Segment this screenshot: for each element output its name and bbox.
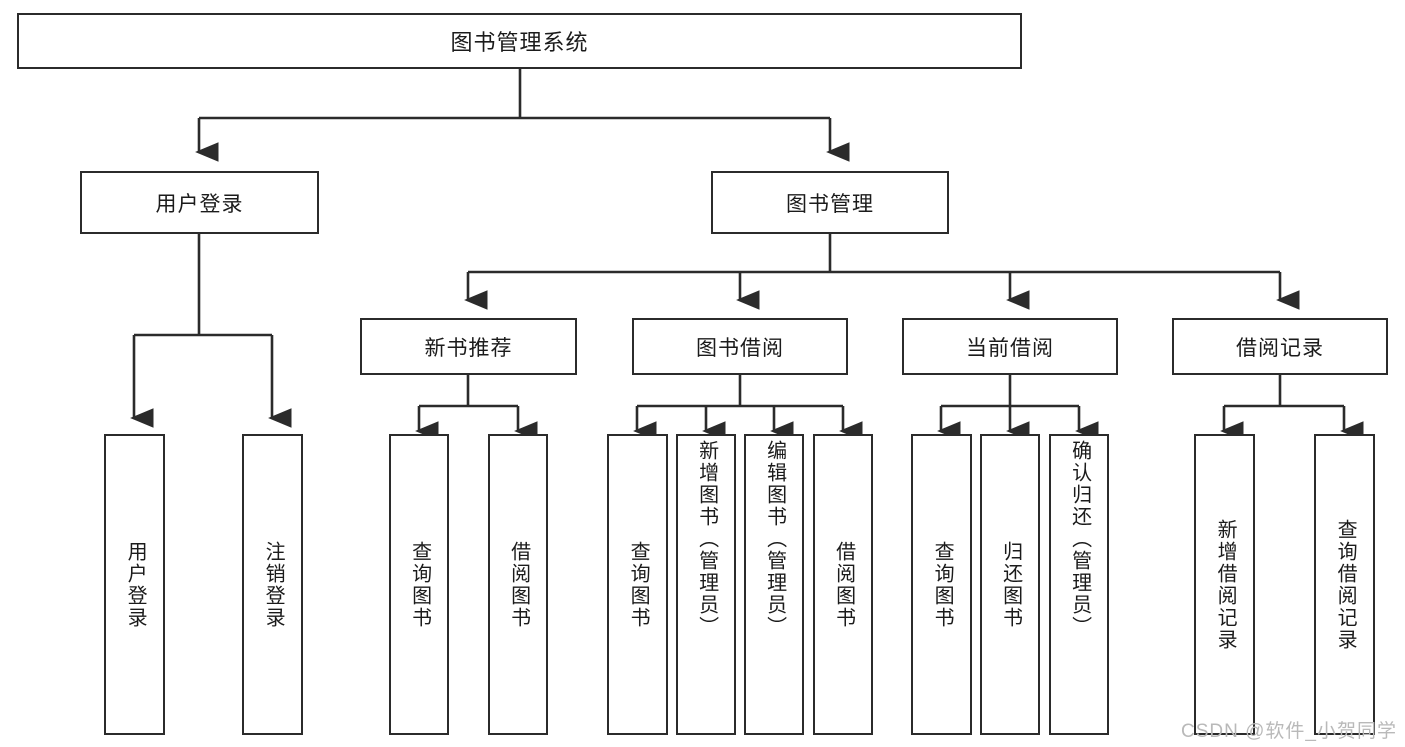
leaf-query-book-3[interactable]: 查询图书 bbox=[911, 434, 972, 735]
leaf-text-wrap: 查询图书 bbox=[913, 436, 970, 733]
leaf-add-book[interactable]: 新增图书（管理员） bbox=[676, 434, 736, 735]
leaf-user-logout[interactable]: 注销登录 bbox=[242, 434, 303, 735]
leaf-text-wrap: 新增借阅记录 bbox=[1196, 436, 1253, 733]
leaf-text-wrap: 注销登录 bbox=[244, 436, 301, 733]
node-user-login[interactable]: 用户登录 bbox=[80, 171, 319, 234]
node-label: 借阅图书 bbox=[832, 540, 855, 629]
node-label: 借阅图书 bbox=[507, 540, 530, 629]
node-book-borrow[interactable]: 图书借阅 bbox=[632, 318, 848, 375]
leaf-text-wrap: 编辑图书（管理员） bbox=[746, 436, 802, 733]
leaf-query-book-2[interactable]: 查询图书 bbox=[607, 434, 668, 735]
node-label: 查询图书 bbox=[408, 540, 431, 629]
leaf-borrow-book-1[interactable]: 借阅图书 bbox=[488, 434, 548, 735]
leaf-user-login[interactable]: 用户登录 bbox=[104, 434, 165, 735]
node-label: 注销登录 bbox=[262, 540, 285, 629]
node-label: 新增图书（管理员） bbox=[695, 440, 718, 638]
leaf-confirm-return[interactable]: 确认归还（管理员） bbox=[1049, 434, 1109, 735]
node-label: 用户登录 bbox=[124, 540, 147, 629]
node-label: 查询图书 bbox=[931, 540, 954, 629]
leaf-return-book[interactable]: 归还图书 bbox=[980, 434, 1040, 735]
leaf-edit-book[interactable]: 编辑图书（管理员） bbox=[744, 434, 804, 735]
csdn-watermark: CSDN @软件_小贺同学 bbox=[1181, 721, 1397, 742]
node-label: 当前借阅 bbox=[966, 336, 1054, 360]
node-label: 图书管理 bbox=[786, 192, 874, 216]
leaf-query-book-1[interactable]: 查询图书 bbox=[389, 434, 449, 735]
node-book-manage[interactable]: 图书管理 bbox=[711, 171, 949, 234]
leaf-query-record[interactable]: 查询借阅记录 bbox=[1314, 434, 1375, 735]
leaf-text-wrap: 确认归还（管理员） bbox=[1051, 436, 1107, 733]
leaf-text-wrap: 归还图书 bbox=[982, 436, 1038, 733]
node-label: 图书借阅 bbox=[696, 336, 784, 360]
leaf-text-wrap: 查询图书 bbox=[391, 436, 447, 733]
node-label: 图书管理系统 bbox=[450, 30, 589, 55]
node-new-book-rec[interactable]: 新书推荐 bbox=[360, 318, 577, 375]
leaf-text-wrap: 查询图书 bbox=[609, 436, 666, 733]
node-label: 新增借阅记录 bbox=[1214, 518, 1237, 651]
node-label: 编辑图书（管理员） bbox=[763, 440, 786, 638]
node-label: 查询图书 bbox=[627, 540, 650, 629]
node-label: 借阅记录 bbox=[1236, 336, 1324, 360]
leaf-text-wrap: 借阅图书 bbox=[815, 436, 871, 733]
leaf-text-wrap: 新增图书（管理员） bbox=[678, 436, 734, 733]
leaf-text-wrap: 查询借阅记录 bbox=[1316, 436, 1373, 733]
node-borrow-record[interactable]: 借阅记录 bbox=[1172, 318, 1388, 375]
leaf-borrow-book-2[interactable]: 借阅图书 bbox=[813, 434, 873, 735]
node-current-borrow[interactable]: 当前借阅 bbox=[902, 318, 1118, 375]
leaf-add-record[interactable]: 新增借阅记录 bbox=[1194, 434, 1255, 735]
leaf-text-wrap: 借阅图书 bbox=[490, 436, 546, 733]
node-label: 新书推荐 bbox=[424, 336, 513, 360]
node-label: 查询借阅记录 bbox=[1334, 518, 1357, 651]
node-label: 用户登录 bbox=[155, 192, 244, 216]
node-root[interactable]: 图书管理系统 bbox=[17, 13, 1022, 69]
leaf-text-wrap: 用户登录 bbox=[106, 436, 163, 733]
node-label: 确认归还（管理员） bbox=[1068, 440, 1091, 638]
node-label: 归还图书 bbox=[999, 540, 1022, 629]
